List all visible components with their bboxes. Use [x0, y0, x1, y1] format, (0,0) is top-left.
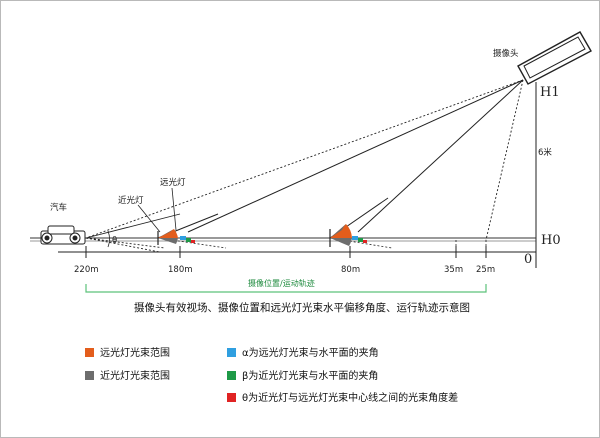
legend-swatch-low-beam — [85, 371, 94, 380]
h1-label: H1 — [540, 85, 560, 100]
h0-label: H0 — [541, 233, 561, 248]
legend-swatch-theta — [227, 393, 236, 402]
drop-lines — [455, 240, 487, 252]
theta-label: θ — [112, 236, 117, 246]
camera-label: 摄像头 — [493, 48, 519, 59]
tick-220m: 220m — [74, 265, 99, 275]
camera-view-lines — [85, 79, 524, 241]
high-beam-pointer — [171, 187, 177, 231]
tick-35m: 35m — [444, 265, 463, 275]
tick-zero: 0 — [524, 252, 532, 267]
legend: 远光灯光束范围 近光灯光束范围 α为远光灯光束与水平面的夹角 β为近光灯光束与水… — [85, 346, 458, 404]
tick-180m: 180m — [168, 265, 193, 275]
legend-swatch-alpha — [227, 348, 236, 357]
low-beam-pointer — [137, 204, 161, 233]
legend-theta: θ为近光灯与远光灯光束中心线之间的光束角度差 — [242, 391, 458, 404]
car-beams — [85, 213, 181, 253]
trajectory-bracket — [85, 284, 487, 293]
low-beam-label: 近光灯 — [118, 195, 144, 206]
legend-swatch-beta — [227, 371, 236, 380]
theta-arc — [107, 230, 110, 248]
beam-fan-80m — [329, 197, 393, 249]
camera-icon — [517, 31, 592, 85]
beam-fan-180m — [157, 213, 227, 249]
legend-alpha: α为远光灯光束与水平面的夹角 — [242, 346, 379, 359]
legend-beta: β为近光灯光束与水平面的夹角 — [242, 369, 378, 382]
figure-caption: 摄像头有效视场、摄像位置和远光灯光束水平偏移角度、运行轨迹示意图 — [134, 301, 470, 314]
tick-80m: 80m — [341, 265, 360, 275]
legend-swatch-high-beam — [85, 348, 94, 357]
trajectory-label: 摄像位置/运动轨迹 — [248, 278, 315, 288]
height-label: 6米 — [538, 147, 552, 158]
legend-low-beam: 近光灯光束范围 — [100, 369, 170, 382]
legend-high-beam: 远光灯光束范围 — [100, 346, 170, 359]
tick-25m: 25m — [476, 265, 495, 275]
car-icon — [40, 225, 86, 245]
high-beam-label: 远光灯 — [160, 177, 186, 188]
car-label: 汽车 — [50, 202, 67, 213]
